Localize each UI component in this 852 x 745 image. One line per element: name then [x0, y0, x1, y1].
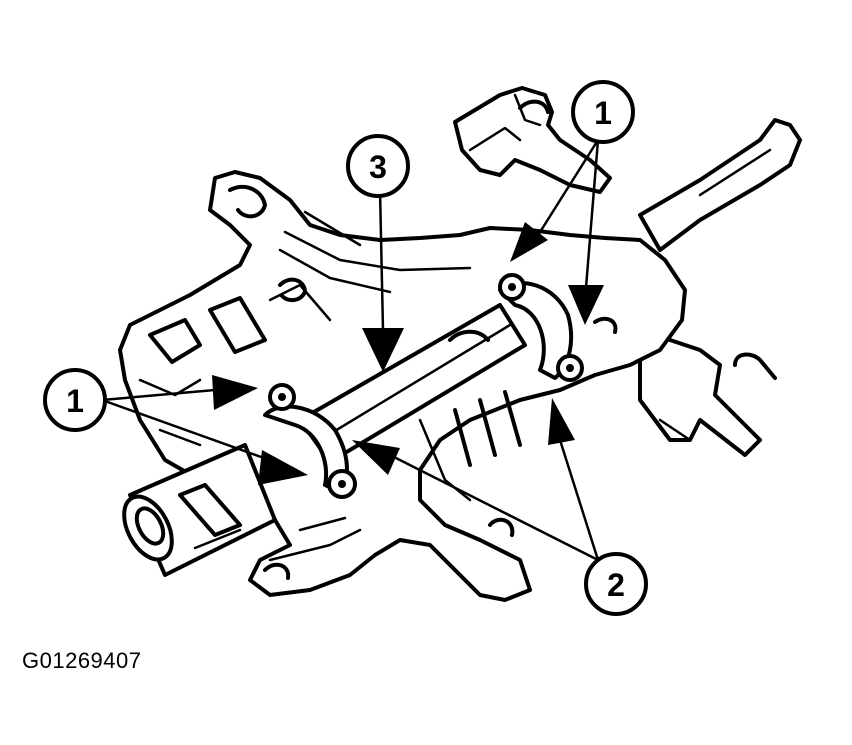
- callout-2-label: 2: [607, 567, 625, 603]
- steering-shaft: [298, 303, 527, 464]
- arrow-1-left-a: [212, 375, 258, 410]
- callout-3-label: 3: [369, 149, 387, 185]
- callout-2: 2: [584, 552, 648, 616]
- callout-1-top: 1: [571, 80, 635, 144]
- arrow-1-left-b: [258, 450, 308, 485]
- upper-right-bracket: [453, 86, 612, 194]
- callout-1-left: 1: [43, 368, 107, 432]
- upper-clamp: [498, 273, 618, 382]
- callout-1-left-label: 1: [66, 383, 84, 419]
- figure-id: G01269407: [22, 648, 142, 673]
- inner-shaft: [122, 443, 277, 577]
- lower-clamp: [263, 383, 357, 499]
- arrowheads: [212, 222, 604, 485]
- arrow-1-top-b: [568, 285, 604, 325]
- arrow-2-a: [352, 440, 400, 475]
- right-hook: [638, 328, 777, 457]
- callout-3: 3: [346, 134, 410, 198]
- arrow-1-top-a: [510, 222, 548, 262]
- arrow-3: [362, 328, 404, 372]
- leader-lines: [100, 138, 600, 562]
- callout-1-top-label: 1: [594, 95, 612, 131]
- arrow-2-b: [548, 398, 575, 445]
- lever-arm: [638, 118, 802, 252]
